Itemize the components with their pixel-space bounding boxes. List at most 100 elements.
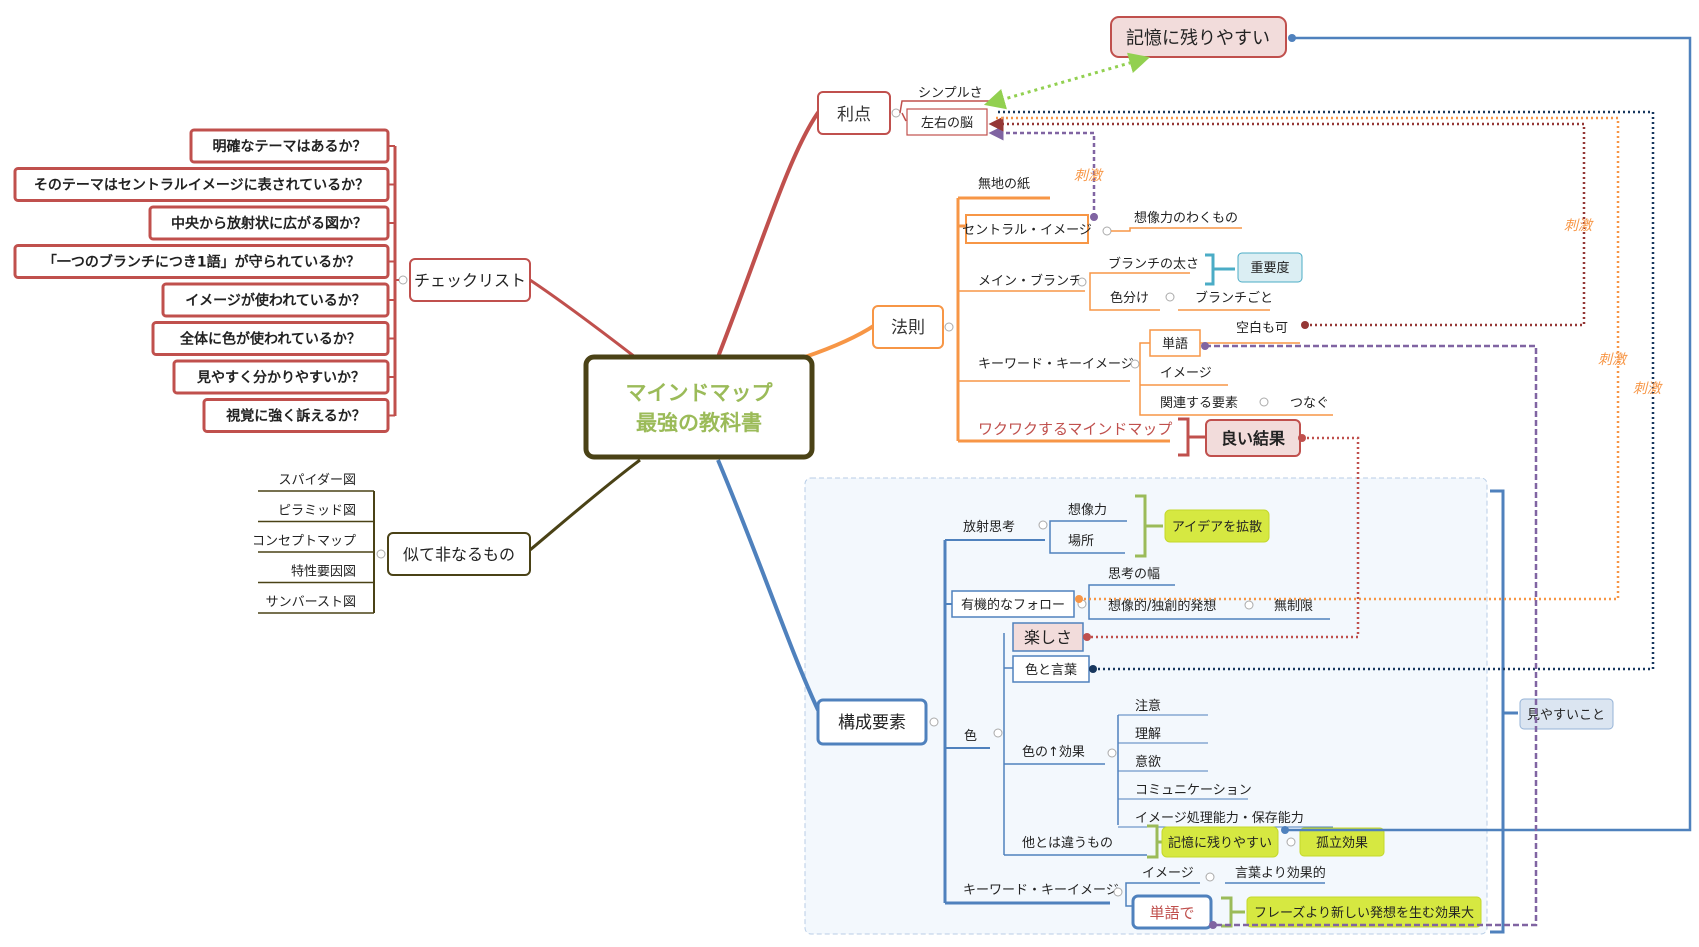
branch-checklist bbox=[529, 278, 636, 359]
related-label: 関連する要素 bbox=[1160, 396, 1238, 411]
color-effect-label: 色の↑効果 bbox=[1022, 744, 1085, 760]
easy-to-see-label: 見やすいこと bbox=[1527, 708, 1605, 723]
checklist-item: イメージが使われているか？ bbox=[185, 292, 366, 309]
color-effect-item: 意欲 bbox=[1135, 754, 1161, 770]
fun-label: 楽しさ bbox=[1024, 628, 1072, 647]
word-label: 単語 bbox=[1162, 336, 1188, 352]
keyword-image-label: キーワード・キーイメージ bbox=[978, 357, 1134, 372]
creative-label: 想像的/独創的発想 bbox=[1108, 598, 1216, 614]
rel-central-image-to-brain bbox=[988, 125, 1096, 217]
breadth-label: 思考の幅 bbox=[1108, 567, 1160, 582]
unlimited-label: 無制限 bbox=[1274, 599, 1313, 614]
similar-item: 特性要因図 bbox=[291, 565, 356, 580]
imagination-frame-label: 想像力のわくもの bbox=[1134, 210, 1238, 226]
rel-brain-to-memorable bbox=[983, 52, 1151, 110]
top-callout[interactable] bbox=[1110, 16, 1287, 58]
checklist-item: 中央から放射状に広がる図か？ bbox=[171, 215, 367, 232]
top-callout-label: 記憶に残りやすい bbox=[1126, 28, 1270, 49]
per-branch-label: ブランチごと bbox=[1195, 290, 1273, 306]
checklist-node[interactable] bbox=[409, 258, 531, 302]
importance-node[interactable] bbox=[1237, 252, 1303, 283]
similar-item: ピラミッド図 bbox=[278, 504, 356, 519]
memorable-label: 記憶に残りやすい bbox=[1168, 835, 1272, 851]
central-topic-line1: マインドマップ bbox=[626, 381, 774, 405]
branch-riten bbox=[716, 108, 822, 358]
simple-label: シンプルさ bbox=[918, 86, 983, 101]
stimulus-label-2: 刺激 bbox=[1564, 218, 1594, 234]
central-topic[interactable] bbox=[583, 354, 815, 460]
branch-kousei bbox=[716, 459, 820, 711]
color-effect-item: 理解 bbox=[1135, 727, 1161, 742]
checklist-item: そのテーマはセントラルイメージに表されているか？ bbox=[34, 177, 369, 194]
place-label: 場所 bbox=[1068, 534, 1094, 549]
easy-to-see-node[interactable] bbox=[1519, 698, 1614, 730]
color-effect-item: コミュニケーション bbox=[1135, 783, 1252, 798]
image-label-h: イメージ bbox=[1160, 366, 1212, 381]
imagination-label: 想像力 bbox=[1068, 502, 1107, 518]
word-node[interactable] bbox=[1149, 329, 1201, 357]
similar-label: 似て非なるもの bbox=[403, 545, 515, 564]
stimulus-label-4: 刺激 bbox=[1633, 381, 1663, 397]
riten-node[interactable] bbox=[817, 91, 891, 135]
expand-ideas-label: アイデアを拡散 bbox=[1172, 519, 1262, 535]
isolation-label: 孤立効果 bbox=[1316, 836, 1368, 851]
more-effective-label: 言葉より効果的 bbox=[1235, 865, 1326, 881]
branch-thickness-label: ブランチの太さ bbox=[1108, 256, 1199, 272]
checklist-item: 全体に色が使われているか？ bbox=[179, 331, 361, 348]
checklist-item: 「一つのブランチにつき1語」が守られているか？ bbox=[43, 254, 360, 271]
isolation-node[interactable] bbox=[1299, 827, 1385, 857]
color-effect-item: イメージ処理能力・保存能力 bbox=[1135, 811, 1304, 826]
organic-label: 有機的なフォロー bbox=[961, 597, 1065, 613]
expand-ideas-node[interactable] bbox=[1164, 509, 1270, 543]
memorable-node[interactable] bbox=[1161, 826, 1279, 858]
checklist-items: 明確なテーマはあるか？ そのテーマはセントラルイメージに表されているか？ 中央から放… bbox=[13, 128, 395, 433]
kousei-image-label: イメージ bbox=[1142, 866, 1194, 881]
blank-ok-label: 空白も可 bbox=[1236, 320, 1288, 336]
similar-node[interactable] bbox=[387, 532, 531, 576]
good-result-label: 良い結果 bbox=[1221, 429, 1285, 448]
importance-label: 重要度 bbox=[1250, 260, 1289, 276]
in-words-label: 単語で bbox=[1149, 904, 1194, 922]
branch-houssoku bbox=[804, 323, 877, 359]
rel-good-result-to-fun bbox=[1087, 436, 1360, 639]
rel-organic-to-brain bbox=[996, 116, 1620, 601]
different-label: 他とは違うもの bbox=[1022, 836, 1113, 851]
similar-item: スパイダー図 bbox=[279, 473, 356, 488]
checklist-item: 見やすく分かりやすいか？ bbox=[196, 370, 365, 386]
rel-color-words-to-brain bbox=[996, 110, 1655, 671]
kousei-node[interactable] bbox=[816, 698, 928, 746]
color-words-label: 色と言葉 bbox=[1025, 662, 1077, 678]
in-words-node[interactable] bbox=[1131, 894, 1213, 930]
houssoku-label: 法則 bbox=[891, 318, 925, 338]
color-label: 色 bbox=[964, 728, 977, 744]
brain-node[interactable] bbox=[906, 108, 988, 136]
brain-label: 左右の脳 bbox=[921, 116, 973, 131]
riten-label: 利点 bbox=[837, 105, 871, 125]
kousei-label: 構成要素 bbox=[838, 713, 906, 733]
color-words-node[interactable] bbox=[1012, 655, 1090, 683]
main-branch-label: メイン・ブランチ bbox=[978, 273, 1082, 289]
central-image-node[interactable] bbox=[965, 214, 1089, 244]
houssoku-node[interactable] bbox=[872, 305, 944, 349]
kousei-keyword-label: キーワード・キーイメージ bbox=[963, 883, 1119, 898]
blank-paper-label: 無地の紙 bbox=[978, 177, 1030, 192]
phrase-effect-label: フレーズより新しい発想を生む効果大 bbox=[1254, 905, 1474, 921]
rel-callout-to-memorable bbox=[1285, 36, 1692, 832]
color-coding-label: 色分け bbox=[1110, 290, 1149, 306]
phrase-effect-node[interactable] bbox=[1246, 896, 1482, 928]
central-image-label: セントラル・イメージ bbox=[962, 223, 1092, 238]
checklist-item: 明確なテーマはあるか？ bbox=[213, 138, 367, 155]
similar-item: サンバースト図 bbox=[266, 595, 356, 610]
checklist-item: 視覚に強く訴えるか？ bbox=[225, 408, 366, 425]
branch-similar bbox=[529, 458, 641, 552]
organic-node[interactable] bbox=[951, 590, 1075, 618]
stimulus-label-3: 刺激 bbox=[1598, 352, 1628, 368]
checklist-label: チェックリスト bbox=[414, 271, 526, 290]
similar-item: コンセプトマップ bbox=[252, 534, 356, 549]
radial-label: 放射思考 bbox=[963, 519, 1015, 535]
stimulus-label-1: 刺激 bbox=[1074, 168, 1104, 184]
central-topic-line2: 最強の教科書 bbox=[636, 411, 762, 435]
